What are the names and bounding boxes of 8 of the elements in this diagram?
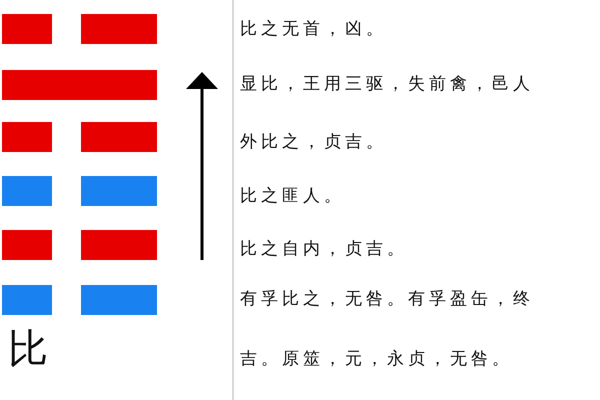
- line-text: 外比之，贞吉。: [240, 131, 387, 153]
- line-text: 比之匪人。: [240, 185, 345, 207]
- line-text: 吉。原筮，元，永贞，无咎。: [240, 348, 513, 370]
- line-text: 有孚比之，无咎。有孚盈缶，终: [240, 288, 534, 310]
- line-text: 比之无首，凶。: [240, 18, 387, 40]
- line-text: 比之自内，贞吉。: [240, 238, 408, 260]
- line-text: 显比，王用三驱，失前禽，邑人: [240, 73, 534, 95]
- hexagram-name: 比: [8, 326, 48, 372]
